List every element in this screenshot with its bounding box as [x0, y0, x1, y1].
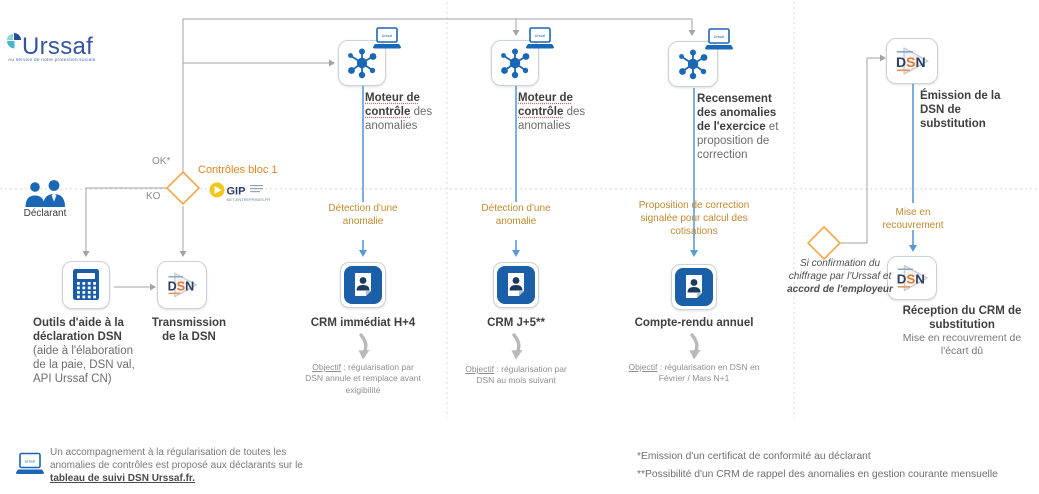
event-label: Détection d'une anomalie: [481, 203, 551, 227]
crm-document-icon: [344, 266, 382, 304]
svg-text:Urssaf: Urssaf: [535, 34, 545, 38]
accompagnement-footnote: Un accompagnement à la régularisation de…: [50, 447, 303, 484]
decision-diamonds: [165, 170, 842, 261]
urssaf-laptop-icon: Urssaf: [372, 27, 402, 55]
svg-text:GIP: GIP: [227, 186, 246, 198]
objective-text: Objectif : régularisation en DSN en Févr…: [628, 362, 760, 384]
controls-decision-diamond: [165, 170, 201, 206]
crm-node: [671, 264, 717, 310]
recouvrement-label: Mise en recouvrement: [882, 207, 944, 231]
confirmation-decision-diamond: [806, 225, 842, 261]
objective-text: Objectif : régularisation par DSN annule…: [305, 362, 421, 395]
event-label: Détection d'une anomalie: [328, 203, 398, 227]
dsn-logo-icon: DSN: [897, 264, 928, 292]
engine-label: Moteur de contrôle des anomalies: [365, 92, 433, 133]
svg-text:Urssaf: Urssaf: [382, 34, 392, 38]
crm-node: [340, 262, 386, 308]
column-crm-h4: Urssaf Moteur de contrôle des anomalies …: [273, 0, 453, 460]
gray-flow-lines: [85, 18, 880, 288]
outils-declaration-node: [62, 261, 110, 309]
substitution-section: DSN Émission de la DSN de substitution M…: [823, 0, 1039, 460]
urssaf-laptop-icon: Urssaf: [704, 28, 734, 56]
crm-node: [493, 262, 539, 308]
svg-text:NET-ENTREPRISES.FR: NET-ENTREPRISES.FR: [227, 197, 271, 202]
calculator-icon: [73, 269, 99, 300]
control-engine-node: [668, 41, 718, 87]
footnote-star1: *Emission d'un certificat de conformité …: [637, 451, 871, 462]
engine-label: Moteur de contrôle des anomalies: [518, 92, 586, 133]
column-crm-j5: Urssaf Moteur de contrôle des anomalies …: [426, 0, 606, 460]
urssaf-laptop-icon: Urssaf: [525, 27, 555, 55]
crm-document-icon: [675, 268, 713, 306]
blue-arrowheads: [359, 245, 917, 257]
control-engine-icon: [501, 48, 530, 79]
controls-bloc1-label: Contrôles bloc 1: [198, 164, 278, 176]
reception-title: Réception du CRM de substitution: [902, 305, 1022, 332]
urssaf-laptop-icon: Urssaf: [15, 452, 45, 481]
urssaf-logo-mark: [6, 32, 22, 59]
footnote-star2: **Possibilité d'un CRM de rappel des ano…: [637, 469, 998, 480]
blue-flow-lines: [362, 83, 914, 250]
column-compte-rendu-annuel: Urssaf Recensement des anomalies de l'ex…: [604, 0, 784, 460]
urssaf-logo-wordmark: Urssaf: [22, 33, 94, 60]
svg-text:Urssaf: Urssaf: [25, 460, 35, 464]
declarant-label: Déclarant: [23, 208, 67, 219]
ko-label: KO: [146, 191, 161, 202]
objective-text: Objectif : régularisation par DSN au moi…: [465, 364, 567, 386]
declarant-users-icon: [22, 179, 68, 214]
crm-document-icon: [497, 266, 535, 304]
down-arrow-icon: [353, 333, 375, 366]
svg-text:DSN: DSN: [897, 272, 925, 287]
engine-label: Recensement des anomalies de l'exercice …: [697, 93, 779, 162]
event-label: Proposition de correction signalée pour …: [638, 200, 750, 237]
outils-declaration-label: Outils d'aide à la déclaration DSN (aide…: [33, 317, 135, 386]
tableau-suivi-dsn-link[interactable]: tableau de suivi DSN Urssaf.fr.: [50, 473, 196, 484]
transmission-dsn-label: Transmission de la DSN: [151, 317, 227, 344]
reception-crm-node: DSN: [887, 256, 937, 300]
urssaf-logo-tagline: Au service de notre protection sociale: [8, 58, 96, 63]
crm-result-label: CRM J+5**: [487, 317, 545, 329]
gip-net-entreprises-logo: GIP NET-ENTREPRISES.FR: [209, 181, 271, 210]
dsn-logo-icon: DSN: [896, 47, 929, 75]
crm-result-label: Compte-rendu annuel: [634, 317, 754, 329]
svg-text:Urssaf: Urssaf: [714, 35, 724, 39]
down-arrow-icon: [684, 333, 706, 366]
reception-subtitle: Mise en recouvrement de l'écart dû: [902, 332, 1022, 358]
crm-result-label: CRM immédiat H+4: [310, 317, 416, 329]
down-arrow-icon: [506, 333, 528, 366]
ok-label: OK*: [152, 156, 171, 167]
emission-dsn-node: DSN: [886, 38, 938, 84]
svg-text:DSN: DSN: [896, 54, 926, 70]
control-engine-icon: [348, 48, 377, 79]
confirmation-condition-text: Si confirmation du chiffrage par l'Urssa…: [787, 258, 893, 296]
lane-dividers: [0, 2, 1039, 418]
control-engine-icon: [679, 49, 708, 80]
dsn-logo-icon: DSN: [168, 272, 198, 298]
transmission-dsn-node: DSN: [157, 261, 207, 309]
emission-label: Émission de la DSN de substitution: [920, 90, 1001, 131]
gray-arrowheads: [82, 30, 886, 291]
svg-text:DSN: DSN: [168, 279, 195, 293]
